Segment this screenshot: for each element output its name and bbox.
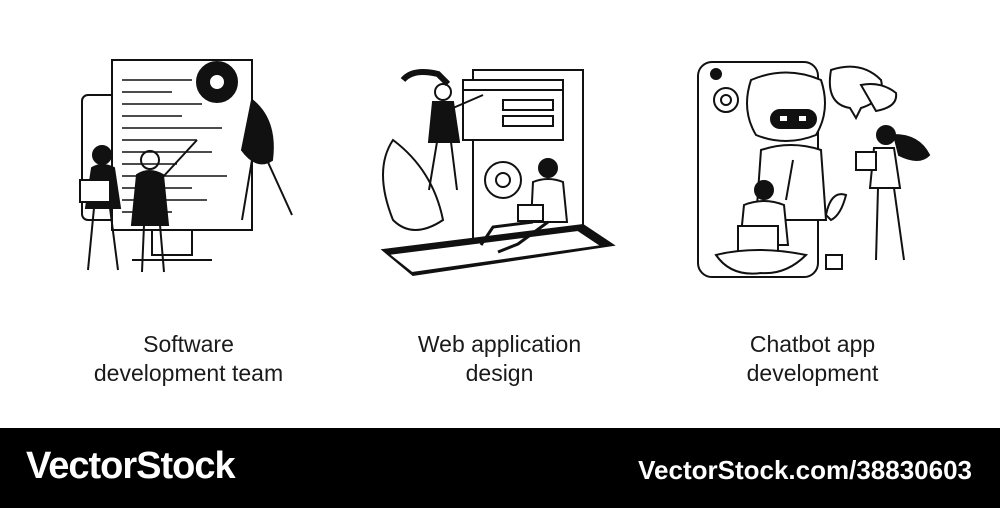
panel-chatbot-development: Chatbot app development	[646, 0, 979, 428]
chatbot-icon	[697, 61, 931, 278]
caption-line: Software	[143, 331, 234, 357]
caption-line: Chatbot app	[749, 331, 876, 357]
caption-line: Web application	[417, 331, 582, 357]
caption-chatbot-development: Chatbot app development	[646, 330, 979, 388]
caption-software-development: Software development team	[22, 330, 355, 388]
caption-line: development	[746, 360, 879, 386]
panel-software-development: Software development team	[22, 0, 355, 428]
developer-team-icon	[79, 59, 293, 273]
watermark-banner: VectorStock VectorStock.com/38830603	[0, 428, 1000, 508]
image-credit: VectorStock.com/38830603	[638, 455, 972, 485]
brand-logo: VectorStock	[26, 445, 236, 487]
web-design-icon	[380, 69, 616, 277]
caption-web-application-design: Web application design	[333, 330, 666, 388]
caption-line: design	[465, 360, 534, 386]
caption-line: development team	[93, 360, 284, 386]
panel-web-application-design: Web application design	[333, 0, 666, 428]
